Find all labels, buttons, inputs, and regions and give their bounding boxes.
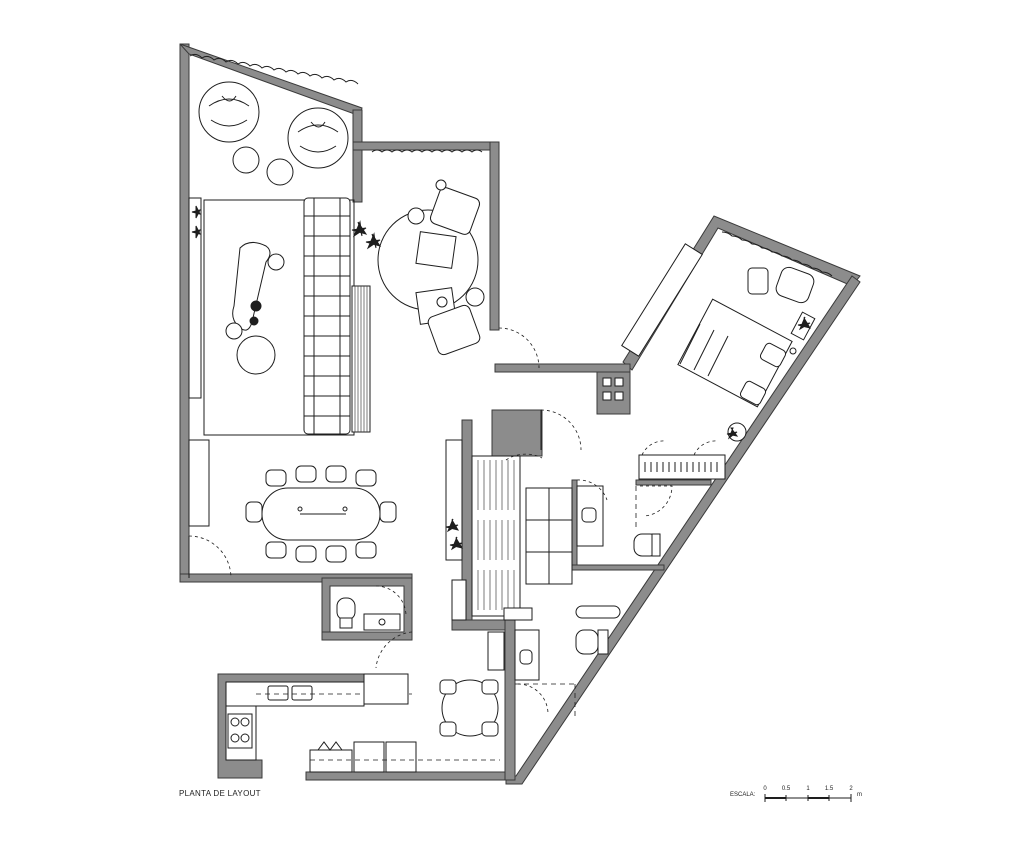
plant-icon (445, 518, 464, 551)
slatted-shelf (351, 285, 371, 433)
second-bathroom (514, 605, 621, 718)
dressing-room (445, 439, 573, 621)
cooktop-icon (227, 713, 253, 749)
plan-title: PLANTA DE LAYOUT (179, 789, 261, 798)
sink-icon (267, 685, 313, 701)
dining-chairs (245, 465, 397, 563)
plant-icon (797, 316, 812, 331)
plant-icon (726, 427, 739, 440)
scale-bar (764, 794, 852, 802)
scale-unit: m (857, 792, 862, 798)
dining-round-table (439, 679, 499, 737)
wardrobe (638, 440, 726, 480)
balcony-furniture (198, 81, 349, 186)
living-room (188, 197, 397, 579)
balcony-railing (189, 53, 833, 277)
scale-tick-label: 2 (849, 786, 853, 792)
scale-label: ESCALA: (730, 792, 756, 798)
bedroom (540, 243, 816, 480)
scale-tick-label: 1 (806, 786, 810, 792)
scale-tick-label: 0 (763, 786, 767, 792)
kitchen (225, 631, 505, 773)
plant-icon (351, 220, 382, 250)
dining-table (261, 487, 381, 541)
bed (677, 298, 793, 408)
plant-icon (191, 205, 201, 239)
sitting-room (351, 179, 540, 369)
ensuite-bathroom (576, 479, 673, 557)
powder-room (336, 585, 407, 631)
scale-tick-label: 0.5 (781, 786, 791, 792)
scale-tick-label: 1.5 (824, 786, 834, 792)
